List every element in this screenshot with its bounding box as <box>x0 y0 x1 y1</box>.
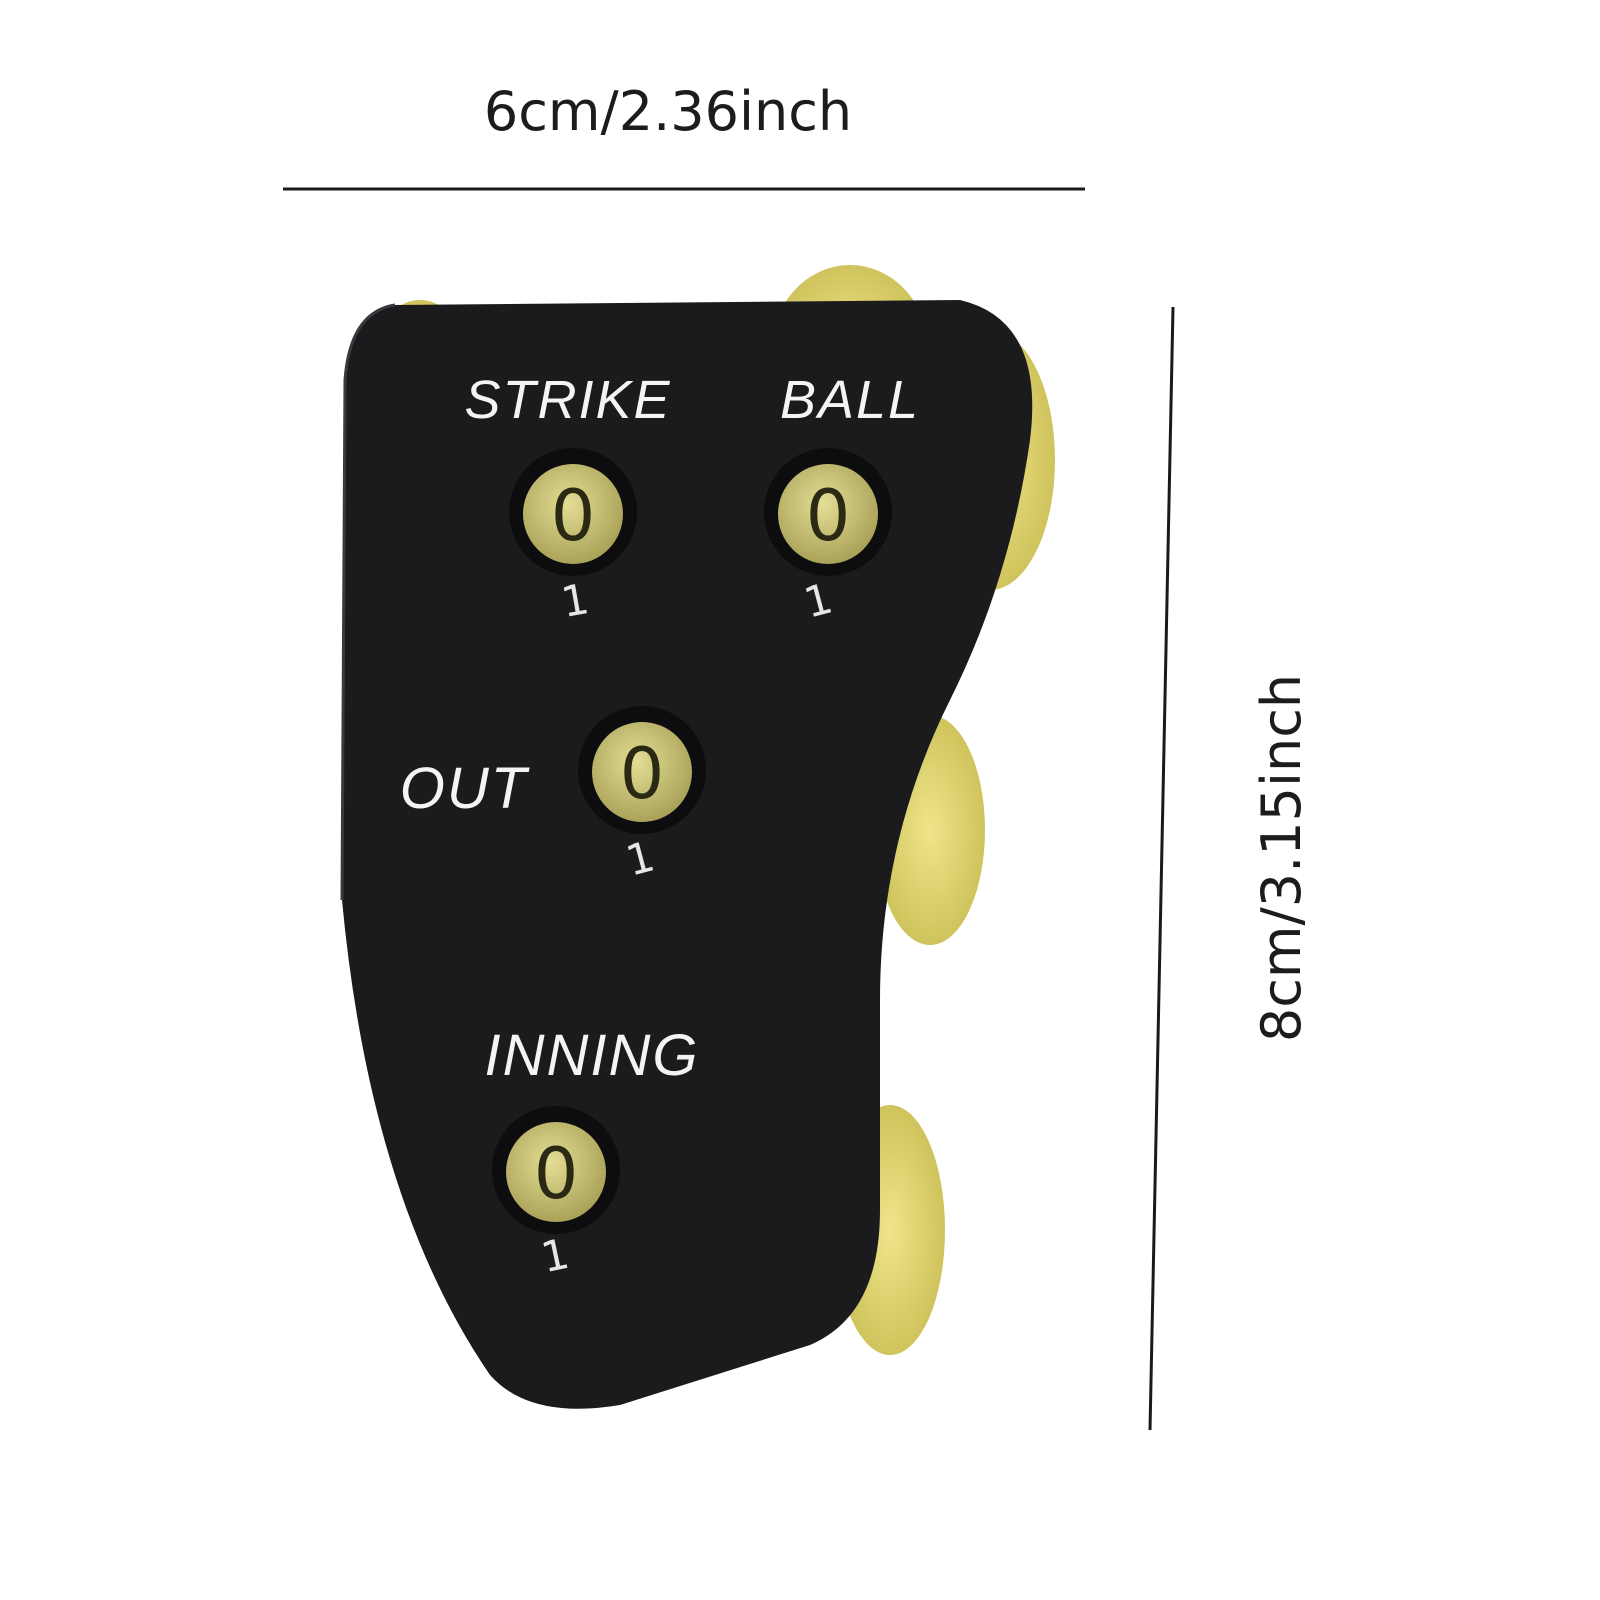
height-dimension-label: 8cm/3.15inch <box>1250 674 1313 1042</box>
strike-dial[interactable]: 0 1 <box>509 448 637 627</box>
out-label: OUT <box>400 756 530 821</box>
height-dimension-line <box>1148 306 1175 1431</box>
ball-label: BALL <box>780 370 920 430</box>
width-dimension-label: 6cm/2.36inch <box>484 80 852 143</box>
inning-dial[interactable]: 0 1 <box>492 1106 620 1282</box>
strike-label: STRIKE <box>464 370 671 430</box>
strike-count: 0 <box>551 475 596 557</box>
inning-count: 0 <box>534 1133 579 1215</box>
out-count: 0 <box>620 733 665 815</box>
ball-dial[interactable]: 0 1 <box>764 448 892 628</box>
body-highlight <box>340 303 396 901</box>
ball-count: 0 <box>806 475 851 557</box>
inning-label: INNING <box>485 1023 700 1088</box>
